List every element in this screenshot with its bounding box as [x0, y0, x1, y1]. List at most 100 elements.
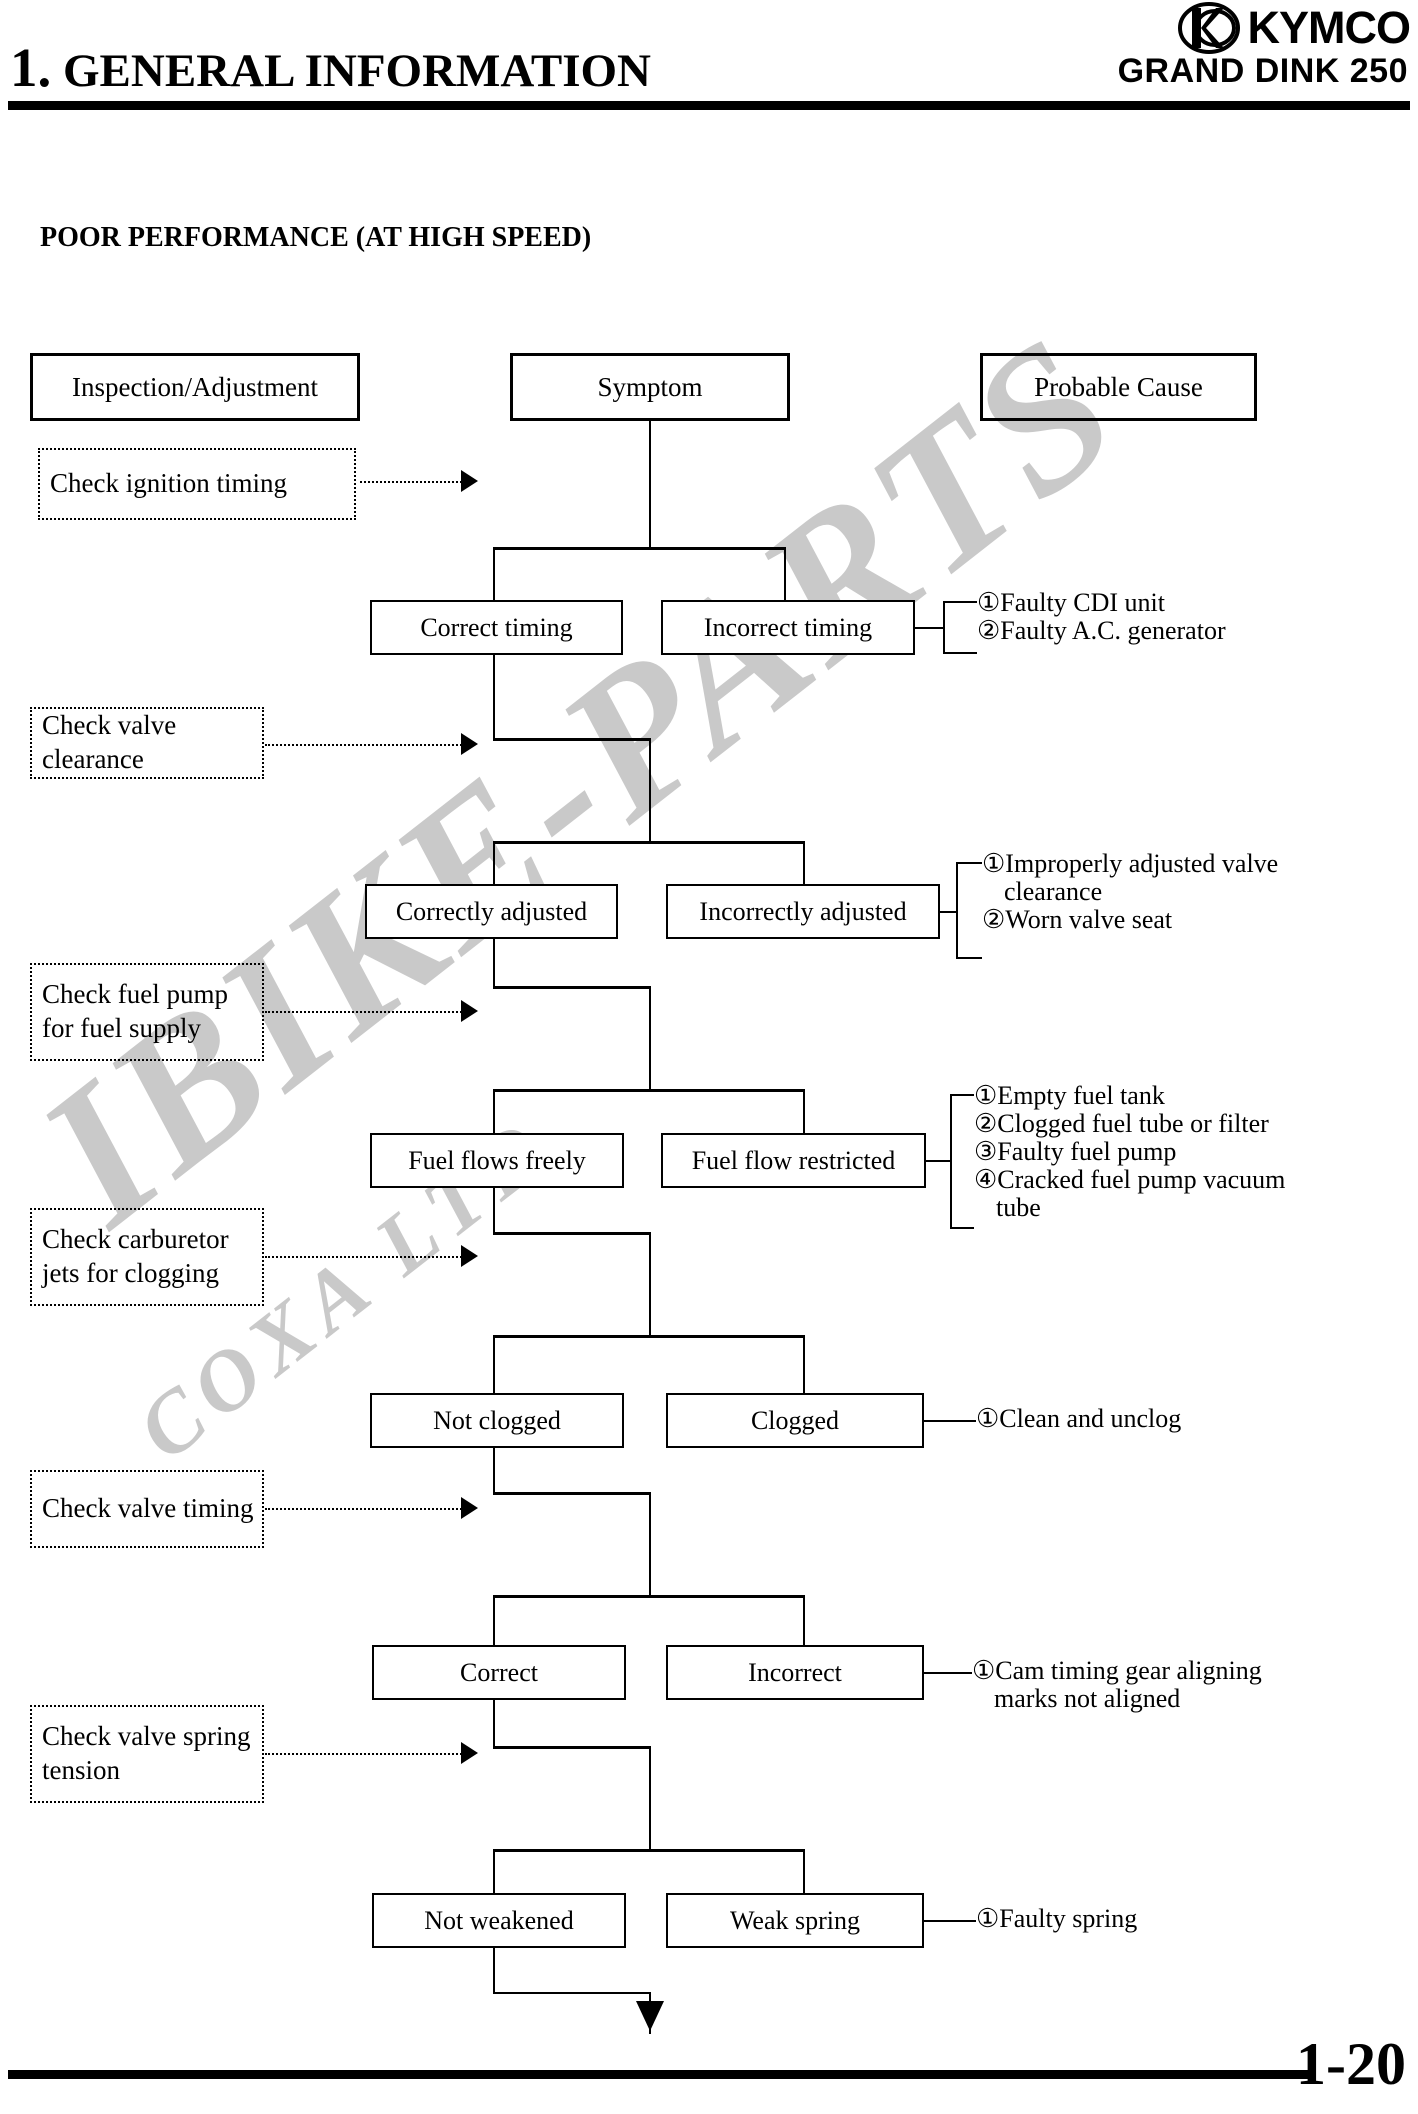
- cause-bracket: [956, 862, 982, 959]
- arrow-right-icon: [461, 1742, 478, 1764]
- flow-line: [493, 547, 495, 600]
- flow-line: [649, 1232, 651, 1337]
- cause-item: ④Cracked fuel pump vacuum: [974, 1165, 1286, 1195]
- cause-item: ①Improperly adjusted valve: [982, 849, 1279, 878]
- cause-connector: [924, 1672, 972, 1674]
- cause-connector: [940, 911, 956, 913]
- cause-item: ③Faulty fuel pump: [974, 1137, 1177, 1167]
- flow-line: [784, 547, 786, 600]
- flow-line: [649, 1746, 651, 1851]
- check-box-label: Check carburetor jets for clogging: [42, 1224, 229, 1288]
- flow-line: [493, 1992, 650, 1994]
- arrow-right-icon: [461, 1497, 478, 1519]
- flow-line: [493, 841, 495, 884]
- cause-list-fuel-pump: ①Empty fuel tank ②Clogged fuel tube or f…: [974, 1081, 1286, 1223]
- flow-split-bar: [493, 1335, 805, 1338]
- result-box-correctly-adjusted: Correctly adjusted: [365, 884, 618, 939]
- flow-line: [493, 1849, 495, 1895]
- flow-line: [493, 986, 650, 989]
- check-box-valve-timing: Check valve timing: [30, 1470, 264, 1548]
- arrow-right-icon: [461, 470, 478, 492]
- flow-split-bar: [493, 547, 786, 550]
- flow-line: [493, 1746, 650, 1749]
- dotted-connector: [360, 481, 470, 483]
- result-box-incorrect-timing: Incorrect timing: [661, 600, 915, 655]
- column-header-inspection: Inspection/Adjustment: [30, 353, 360, 421]
- footer-rule: [8, 2070, 1308, 2079]
- cause-item: ②Faulty A.C. generator: [977, 616, 1226, 646]
- flow-line: [803, 841, 805, 884]
- column-header-symptom: Symptom: [510, 353, 790, 421]
- cause-bracket: [943, 601, 977, 654]
- flow-line: [493, 1335, 495, 1395]
- cause-item-cont: tube: [996, 1193, 1041, 1223]
- cause-list-valve-timing: ①Cam timing gear aligning marks not alig…: [972, 1656, 1262, 1714]
- flow-line: [649, 738, 651, 843]
- flow-line: [493, 1232, 650, 1235]
- cause-list-valve-spring: ①Faulty spring: [976, 1904, 1138, 1933]
- page-header: 1. GENERAL INFORMATION KYMCO GRAND DINK …: [0, 0, 1418, 128]
- page-title: 1. GENERAL INFORMATION: [10, 36, 651, 99]
- arrow-down-icon: [636, 2001, 664, 2031]
- check-box-ignition-timing: Check ignition timing: [38, 448, 356, 520]
- flow-split-bar: [493, 841, 805, 844]
- flow-line: [493, 1595, 495, 1647]
- arrow-right-icon: [461, 1000, 478, 1022]
- check-box-valve-clearance: Check valve clearance: [30, 707, 264, 779]
- kymco-emblem-icon: [1177, 2, 1240, 54]
- section-title: POOR PERFORMANCE (AT HIGH SPEED): [40, 222, 592, 253]
- result-box-clogged: Clogged: [666, 1393, 924, 1448]
- flow-line: [803, 1595, 805, 1647]
- result-box-not-weakened: Not weakened: [372, 1893, 626, 1948]
- flow-line: [649, 986, 651, 1091]
- check-box-carburetor-jets: Check carburetor jets for clogging: [30, 1208, 264, 1306]
- cause-connector: [924, 1920, 976, 1922]
- cause-item: ②Clogged fuel tube or filter: [974, 1109, 1269, 1139]
- flow-line: [493, 655, 495, 740]
- flow-line: [649, 421, 651, 548]
- flow-line: [493, 1492, 650, 1495]
- model-name: GRAND DINK 250: [1117, 52, 1408, 90]
- header-rule: [8, 101, 1410, 110]
- dotted-connector: [265, 744, 470, 746]
- cause-connector: [915, 627, 943, 629]
- result-box-not-clogged: Not clogged: [370, 1393, 624, 1448]
- flow-line: [803, 1335, 805, 1395]
- result-box-correct: Correct: [372, 1645, 626, 1700]
- result-box-fuel-flow-restricted: Fuel flow restricted: [661, 1133, 926, 1188]
- cause-item: ②Worn valve seat: [982, 905, 1173, 935]
- kymco-wordmark: KYMCO: [1247, 2, 1411, 53]
- cause-item: ①Clean and unclog: [976, 1404, 1182, 1433]
- arrow-right-icon: [461, 1245, 478, 1267]
- flow-line: [493, 738, 650, 741]
- flow-line: [493, 939, 495, 988]
- cause-list-ignition: ①Faulty CDI unit ②Faulty A.C. generator: [977, 588, 1226, 646]
- dotted-connector: [265, 1011, 470, 1013]
- flow-split-bar: [493, 1595, 805, 1598]
- cause-item: ①Faulty spring: [976, 1904, 1138, 1933]
- dotted-connector: [265, 1508, 470, 1510]
- check-box-label: Check fuel pump for fuel supply: [42, 979, 228, 1043]
- cause-item: ①Faulty CDI unit: [977, 588, 1165, 617]
- kymco-logo: KYMCO: [1177, 2, 1411, 54]
- cause-list-carburetor: ①Clean and unclog: [976, 1404, 1182, 1433]
- flow-line: [493, 1700, 495, 1748]
- cause-item: ①Cam timing gear aligning: [972, 1656, 1262, 1685]
- cause-item: ①Empty fuel tank: [974, 1081, 1165, 1110]
- flow-line: [493, 1188, 495, 1234]
- flow-split-bar: [493, 1849, 805, 1852]
- cause-item-cont: marks not aligned: [994, 1684, 1181, 1714]
- cause-connector: [926, 1160, 950, 1162]
- page-number: 1-20: [1296, 2031, 1406, 2097]
- flow-line: [493, 1448, 495, 1494]
- result-box-weak-spring: Weak spring: [666, 1893, 924, 1948]
- result-box-incorrect: Incorrect: [666, 1645, 924, 1700]
- check-box-label: Check valve spring tension: [42, 1721, 251, 1785]
- chapter-number: 1.: [10, 37, 52, 98]
- column-header-probable-cause: Probable Cause: [980, 353, 1257, 421]
- flow-line: [649, 1492, 651, 1597]
- cause-list-valve-clearance: ①Improperly adjusted valve clearance ②Wo…: [982, 849, 1279, 935]
- chapter-title: GENERAL INFORMATION: [63, 45, 651, 97]
